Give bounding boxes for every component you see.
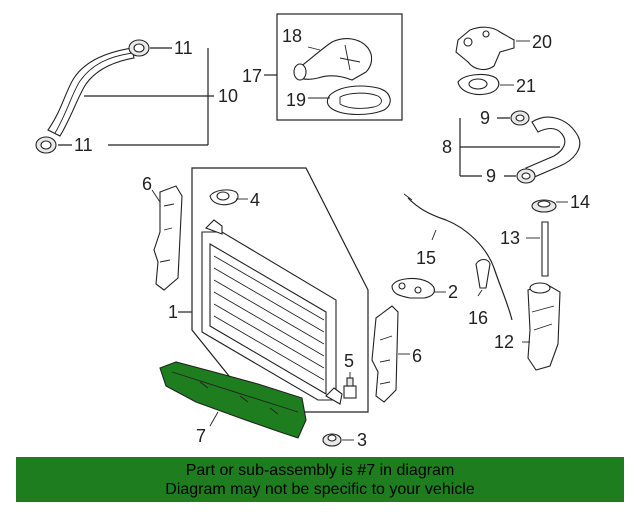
callout-1: 1 xyxy=(168,302,178,322)
mounting-bracket-left xyxy=(153,185,183,291)
mounting-grommet xyxy=(322,433,342,447)
hose-clamp-9-upper xyxy=(510,110,530,126)
banner-line-1: Part or sub-assembly is #7 in diagram xyxy=(185,461,455,479)
upper-radiator-hose xyxy=(47,47,135,137)
reservoir-hose xyxy=(475,258,491,289)
callout-9a: 9 xyxy=(480,108,490,128)
lower-radiator-hose xyxy=(525,116,581,179)
callout-20: 20 xyxy=(532,32,552,52)
banner-line-2: Diagram may not be specific to your vehi… xyxy=(165,480,475,498)
callout-11b: 11 xyxy=(74,135,93,155)
radiator-cap-gasket xyxy=(209,189,239,206)
callout-2: 2 xyxy=(448,282,458,302)
callout-6a: 6 xyxy=(142,174,152,194)
reservoir-cap xyxy=(531,199,557,213)
radiator-lower-air-guard xyxy=(159,361,307,439)
callout-11a: 11 xyxy=(174,38,193,58)
mounting-bracket-right xyxy=(371,305,399,403)
callout-8: 8 xyxy=(442,137,452,157)
hose-clamp-lower xyxy=(35,136,57,154)
callout-7: 7 xyxy=(196,426,206,446)
coolant-reservoir xyxy=(527,282,561,371)
hose-clamp-upper xyxy=(128,39,150,57)
hose-clamp-9-lower xyxy=(516,168,536,184)
callout-5: 5 xyxy=(344,351,354,371)
radiator-group-outline xyxy=(191,167,369,413)
callout-16: 16 xyxy=(468,308,488,328)
outlet-gasket xyxy=(457,73,500,96)
thermostat-group-box xyxy=(276,13,403,121)
thermostat-housing xyxy=(293,38,373,81)
hose-bracket xyxy=(391,277,435,299)
radiator-core xyxy=(201,219,343,405)
callout-3: 3 xyxy=(357,430,367,450)
exploded-parts-diagram: 1 2 3 4 5 6 6 7 8 9 9 10 11 11 12 13 14 … xyxy=(35,13,590,450)
callout-10: 10 xyxy=(218,86,238,106)
callout-12: 12 xyxy=(494,332,514,352)
callout-15: 15 xyxy=(416,248,436,268)
callout-4: 4 xyxy=(250,190,260,210)
water-outlet xyxy=(455,26,515,71)
part-info-banner: Part or sub-assembly is #7 in diagram Di… xyxy=(16,457,624,502)
callout-6b: 6 xyxy=(412,346,422,366)
callout-14: 14 xyxy=(570,192,590,212)
callout-19: 19 xyxy=(286,90,306,110)
reservoir-tube xyxy=(541,221,549,277)
thermostat-gasket xyxy=(326,85,391,116)
callout-13: 13 xyxy=(500,228,520,248)
overflow-pipe xyxy=(403,193,513,321)
callout-18: 18 xyxy=(282,26,302,46)
callout-9b: 9 xyxy=(486,166,496,186)
callout-17: 17 xyxy=(242,66,262,86)
drain-bolt xyxy=(343,377,357,399)
callout-21: 21 xyxy=(516,76,536,96)
